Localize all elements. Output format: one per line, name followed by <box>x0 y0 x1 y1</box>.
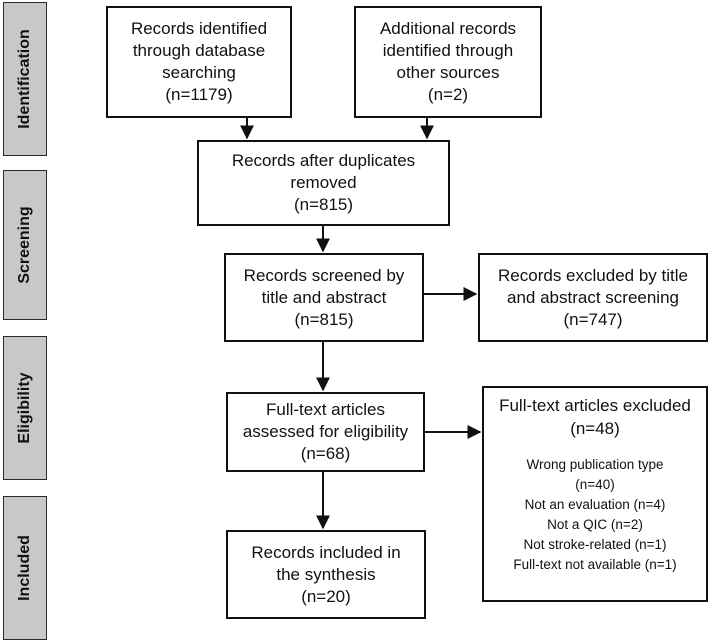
stage-screening: Screening <box>3 170 47 320</box>
excluded-count: (n=48) <box>570 419 620 438</box>
box-text-line: other sources <box>396 63 500 82</box>
box-text-line: Records after duplicates <box>231 151 416 170</box>
box-text-line: removed <box>290 173 357 192</box>
exclusion-reason: Not an evaluation (n=4) <box>524 497 666 512</box>
box-text-line: Records included in <box>251 542 401 562</box>
box-screened: Records screened by title and abstract (… <box>224 253 424 342</box>
box-text-line: Records identified <box>130 19 268 38</box>
box-excluded-title-abstract: Records excluded by title and abstract s… <box>478 253 708 342</box>
box-text-line: through database <box>132 41 266 60</box>
box-text-line: assessed for eligibility <box>242 422 409 441</box>
box-after-duplicates: Records after duplicates removed (n=815) <box>197 140 450 226</box>
box-other-sources: Additional records identified through ot… <box>354 6 542 118</box>
box-text-line: and abstract screening <box>507 287 679 307</box>
box-fulltext-assessed: Full-text articles assessed for eligibil… <box>226 392 425 472</box>
box-text-line: searching <box>162 63 236 82</box>
box-text-line: Full-text articles <box>265 400 386 419</box>
box-text-line: Additional records <box>379 19 517 38</box>
exclusion-reason: Full-text not available (n=1) <box>513 557 677 572</box>
box-text-line: title and abstract <box>261 287 387 307</box>
box-text-line: the synthesis <box>276 564 376 584</box>
excluded-header: Full-text articles excluded (n=48) <box>484 388 706 440</box>
exclusion-reason: Wrong publication type <box>526 457 664 472</box>
exclusion-reason: Not a QIC (n=2) <box>547 517 643 532</box>
box-text-line: Records screened by <box>243 265 405 285</box>
box-text-line: (n=815) <box>294 309 354 329</box>
box-text-line: Records excluded by title <box>498 265 688 285</box>
box-text-line: identified through <box>382 41 514 60</box>
box-text-line: (n=1179) <box>165 85 233 104</box>
box-database-records: Records identified through database sear… <box>106 6 292 118</box>
box-text-line: (n=20) <box>301 586 351 606</box>
exclusion-reasons: Wrong publication type (n=40) Not an eva… <box>484 455 706 575</box>
box-text-line: (n=747) <box>563 309 623 329</box>
stage-identification: Identification <box>3 2 47 156</box>
box-included: Records included in the synthesis (n=20) <box>226 530 426 619</box>
stage-included: Included <box>3 496 47 640</box>
exclusion-reason: (n=40) <box>575 477 615 492</box>
box-text-line: (n=815) <box>293 195 354 214</box>
box-fulltext-excluded: Full-text articles excluded (n=48) Wrong… <box>482 386 708 602</box>
box-text-line: (n=2) <box>427 85 469 104</box>
exclusion-reason: Not stroke-related (n=1) <box>523 537 667 552</box>
excluded-title: Full-text articles excluded <box>499 396 691 415</box>
box-text-line: (n=68) <box>300 444 351 463</box>
stage-eligibility: Eligibility <box>3 336 47 480</box>
